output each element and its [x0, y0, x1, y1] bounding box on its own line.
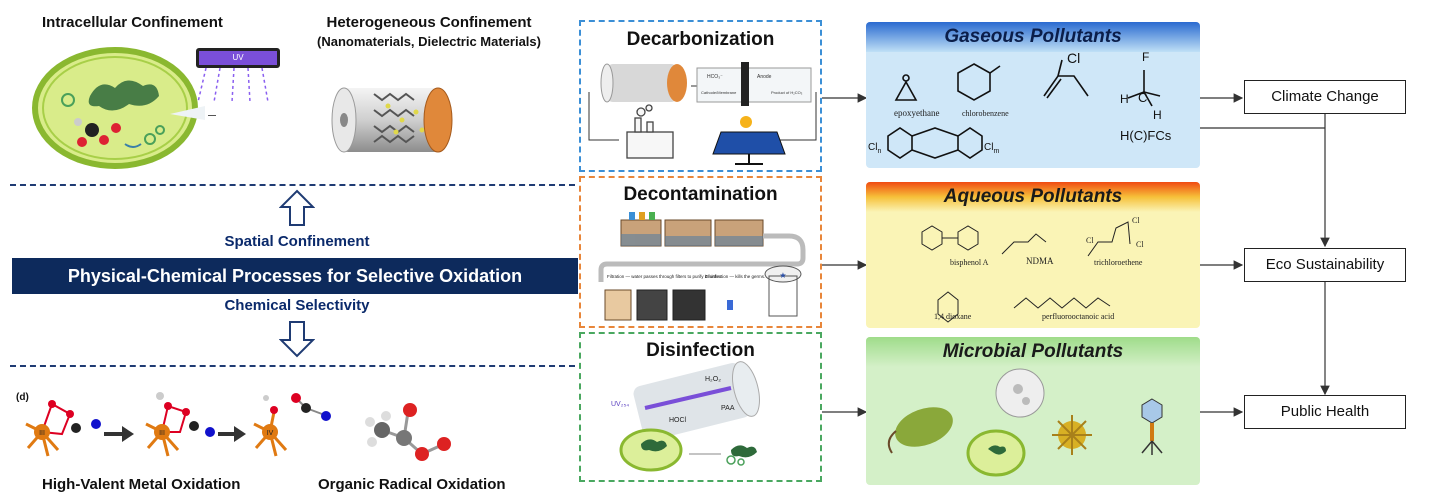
up-arrow-icon: [279, 189, 315, 226]
reactor-label-uv254: UV₂₅₄: [611, 401, 629, 408]
decarb-label-product: Product of H₂CO₃: [771, 90, 803, 95]
dichloride-cl-label: Cl: [1067, 50, 1081, 66]
chemical-selectivity-label: Chemical Selectivity: [224, 297, 370, 314]
cell-icon: [966, 429, 1026, 477]
decarb-label-cathode: Cathode/Membrane: [701, 90, 737, 95]
metal-state-1: III: [39, 430, 45, 437]
compound-epoxyethane: epoxyethane: [894, 108, 940, 118]
uv-lamp-label: UV: [232, 53, 244, 62]
organic-radical-oxidation-title: Organic Radical Oxidation: [318, 476, 506, 493]
small-dash-mark: [208, 115, 216, 116]
microbial-pollutants-title: Microbial Pollutants: [866, 337, 1200, 367]
selective-oxidation-banner: Physical-Chemical Processes for Selectiv…: [12, 258, 578, 294]
hcfc-c-label: C: [1138, 90, 1148, 105]
disinfection-title: Disinfection: [646, 340, 755, 361]
tce-cl-2: Cl: [1086, 236, 1094, 245]
gaseous-compound-structures: [887, 59, 1161, 159]
tce-cl-3: Cl: [1136, 240, 1144, 249]
gaseous-pollutants-panel: Gaseous Pollutants epoxyethane chloroben…: [866, 22, 1200, 168]
metal-state-2: III: [159, 430, 165, 437]
svg-text:★: ★: [779, 271, 786, 280]
hcfc-f-label: F: [1142, 50, 1150, 64]
decontamination-illustration: Filtration — water passes through filter…: [598, 212, 806, 321]
decarbonization-title: Decarbonization: [626, 29, 775, 50]
uv-lamp: UV: [196, 48, 280, 68]
disinfection-panel: Disinfection H₂O₂ UV₂₅₄ HOCl PAA: [579, 332, 822, 482]
decarbonization-illustration: HCO₃⁻ Cathode/Membrane Anode Product of …: [588, 62, 817, 165]
high-valent-metal-oxidation-title: High-Valent Metal Oxidation: [42, 476, 241, 493]
spatial-confinement-label: Spatial Confinement: [224, 233, 370, 250]
decontamination-panel: Decontamination Filtration — water passe…: [579, 176, 822, 328]
decarbonization-panel: Decarbonization HCO₃⁻ Cathode/Membrane A…: [579, 20, 822, 172]
organic-radical-molecule: [365, 403, 451, 461]
heterogeneous-confinement-title: Heterogeneous Confinement: [326, 14, 532, 31]
reactor-label-h2o2: H₂O₂: [705, 376, 721, 383]
dioxin-cl-left: Cln: [868, 142, 882, 155]
microbial-illustrations: [887, 368, 1163, 477]
lower-dashed-separator: [10, 365, 575, 367]
microbial-pollutants-panel: Microbial Pollutants: [866, 337, 1200, 485]
compound-bisphenol-a: bisphenol A: [950, 258, 989, 267]
aqueous-pollutants-panel: Aqueous Pollutants bisphenol A NDMA tric…: [866, 182, 1200, 328]
bacteriophage-icon: [1141, 398, 1163, 455]
compound-trichloroethene: trichloroethene: [1094, 258, 1143, 267]
hcfcs-label: H(C)FCs: [1120, 128, 1172, 143]
hcfc-h-label-2: H: [1153, 108, 1162, 122]
compound-pfoa: perfluorooctanoic acid: [1042, 312, 1115, 321]
down-arrow-icon: [279, 321, 315, 358]
outcome-public-health: Public Health: [1244, 395, 1406, 429]
gaseous-pollutants-title: Gaseous Pollutants: [866, 22, 1200, 52]
decontamination-title: Decontamination: [623, 184, 778, 205]
compound-ndma: NDMA: [1026, 256, 1054, 266]
intracellular-confinement-title: Intracellular Confinement: [42, 14, 223, 31]
tce-cl-1: Cl: [1132, 216, 1140, 225]
reactor-label-hocl: HOCl: [669, 417, 687, 424]
filtration-note: Filtration — water passes through filter…: [607, 274, 722, 279]
panel-d-label: (d): [16, 392, 29, 403]
high-valent-metal-molecules: III III IV: [25, 392, 288, 457]
compound-dioxane: 1,4 dioxane: [934, 312, 972, 321]
heterogeneous-confinement-subtitle: (Nanomaterials, Dielectric Materials): [317, 34, 541, 49]
disinfection-note: Disinfection — kills the germs.: [705, 274, 765, 279]
aqueous-compound-structures: [921, 221, 1131, 323]
petri-dish-icon: [995, 368, 1045, 418]
disinfection-illustration: H₂O₂ UV₂₅₄ HOCl PAA: [611, 361, 760, 472]
co2-fragment-molecule: [291, 393, 331, 421]
aqueous-pollutants-title: Aqueous Pollutants: [866, 182, 1200, 212]
factory-icon: [626, 104, 674, 159]
intracellular-cell-illustration: [32, 47, 205, 169]
nano-reactor-cylinder: [331, 87, 453, 153]
upper-dashed-separator: [10, 184, 575, 186]
outcome-climate-change: Climate Change: [1244, 80, 1406, 114]
decarb-label-anode: Anode: [757, 74, 772, 80]
decarb-label-hco3: HCO₃⁻: [707, 74, 723, 80]
hcfc-h-label-1: H: [1120, 92, 1129, 106]
outcome-eco-sustainability: Eco Sustainability: [1244, 248, 1406, 282]
virus-icon: [1052, 415, 1092, 455]
reactor-label-paa: PAA: [721, 405, 735, 412]
solar-panel-icon: [712, 116, 786, 165]
bacterium-icon: [887, 407, 953, 454]
compound-chlorobenzene: chlorobenzene: [962, 109, 1009, 118]
metal-state-3: IV: [267, 430, 274, 437]
dioxin-cl-right: Clm: [984, 142, 1000, 155]
